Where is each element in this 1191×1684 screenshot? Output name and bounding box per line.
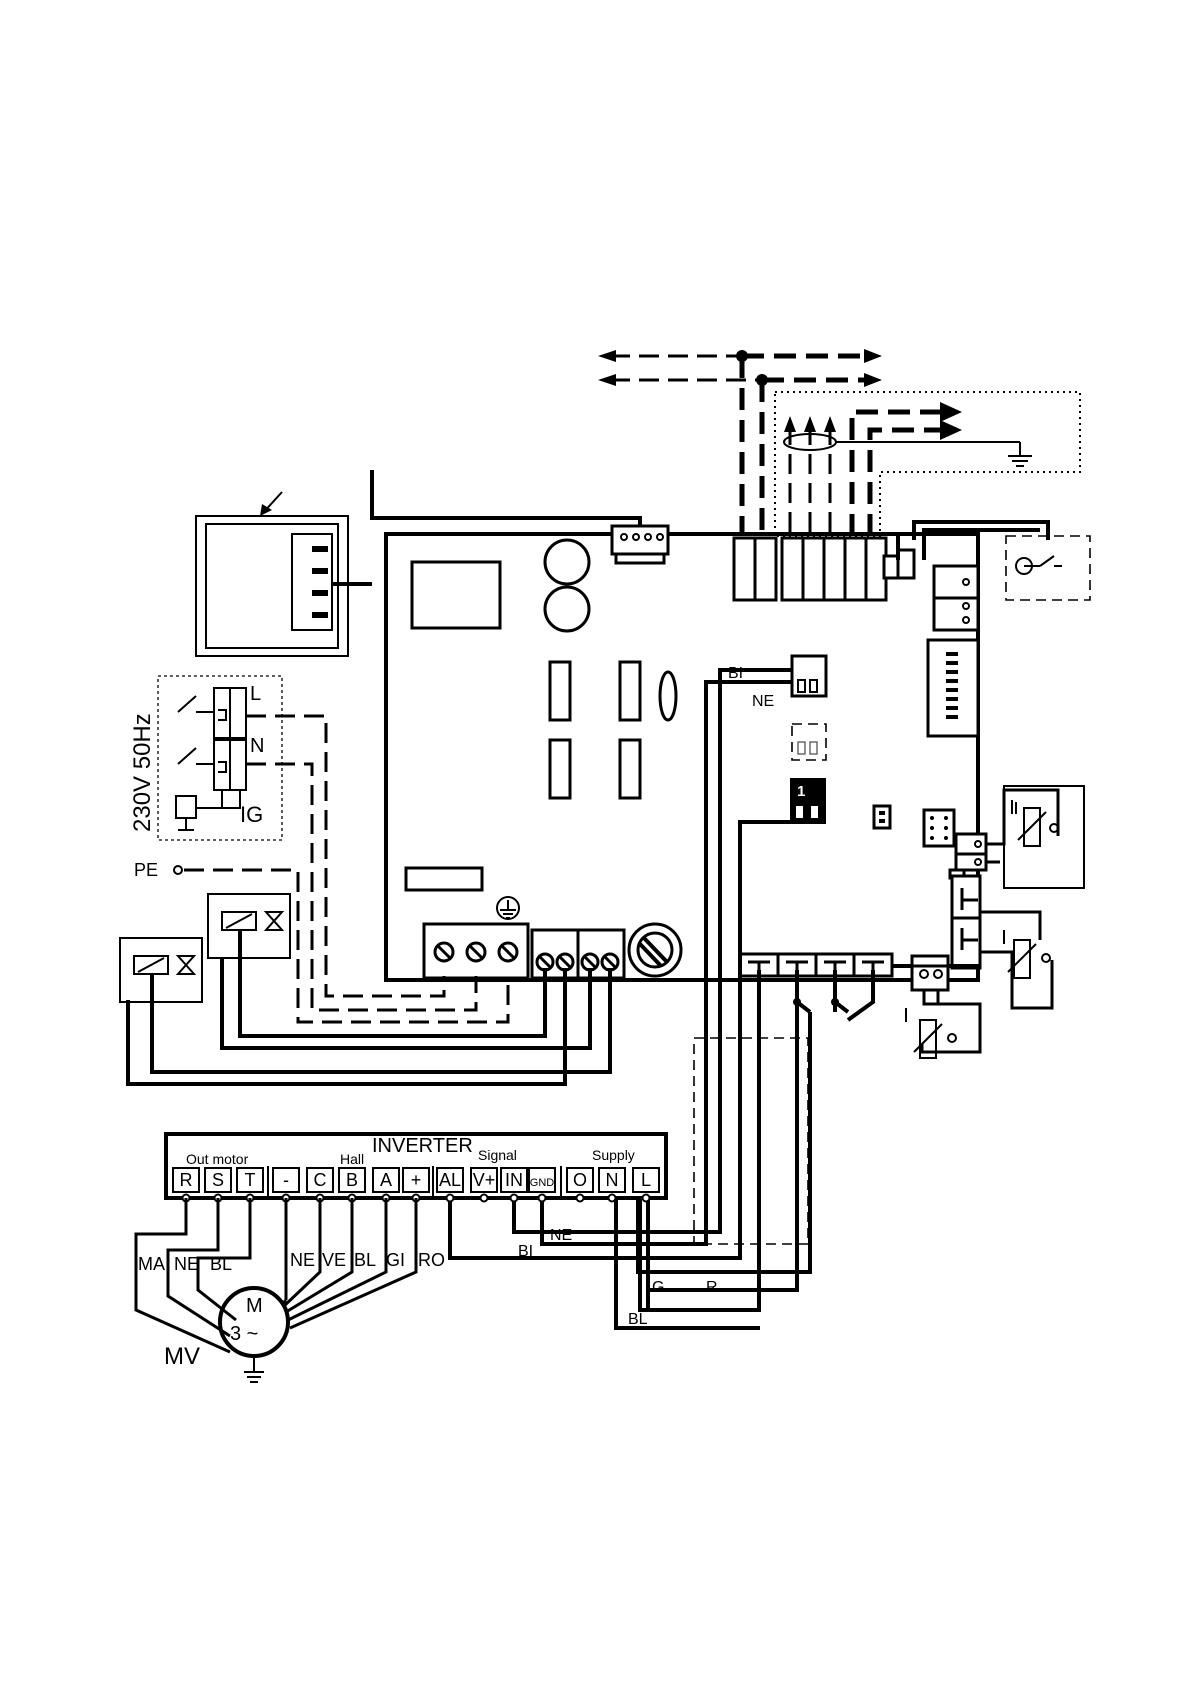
terminal-label: IN xyxy=(505,1170,523,1190)
terminal-screw xyxy=(447,1195,454,1202)
terminal-label: V+ xyxy=(473,1170,496,1190)
terminal-label: + xyxy=(411,1170,422,1190)
terminal-label: T xyxy=(245,1170,256,1190)
dip-switch xyxy=(928,640,978,736)
supply-wire-label: R xyxy=(706,1279,718,1296)
hall-wire-label: GI xyxy=(386,1250,405,1270)
door-switch xyxy=(1006,536,1090,600)
terminal-label: AL xyxy=(439,1170,461,1190)
supply-wire-label: G xyxy=(652,1279,664,1296)
top-terminal-block xyxy=(734,538,886,600)
terminal-label: A xyxy=(380,1170,392,1190)
fuse xyxy=(660,672,676,720)
hall-wire-label: VE xyxy=(322,1250,346,1270)
terminal-label: O xyxy=(573,1170,587,1190)
capacitor xyxy=(545,587,589,631)
motor-wires xyxy=(136,1198,416,1352)
supply-switch-label: IG xyxy=(240,802,263,827)
motor-wire-label: NE xyxy=(174,1254,199,1274)
capacitor xyxy=(545,540,589,584)
supply-wire-label: BL xyxy=(628,1311,648,1328)
relay xyxy=(620,740,640,798)
board-wire-label: BI xyxy=(728,665,743,682)
main-board: 1 xyxy=(386,526,978,980)
terminal-screw xyxy=(539,1195,546,1202)
inverter-group-signal: Signal xyxy=(478,1147,517,1163)
temperature-sensor xyxy=(1004,786,1084,888)
supply-voltage: 230V 50Hz xyxy=(129,713,156,832)
duct-arrows xyxy=(598,349,1080,536)
supply-neutral: N xyxy=(250,735,264,757)
hall-wire-label: BL xyxy=(354,1250,376,1270)
terminal-screw xyxy=(511,1195,518,1202)
supply-line: L xyxy=(250,683,261,705)
screw-terminal-block xyxy=(424,924,624,978)
hall-wire-label: RO xyxy=(418,1250,445,1270)
control-panel xyxy=(196,492,348,656)
inverter-title: INVERTER xyxy=(372,1135,473,1157)
earth-label: PE xyxy=(134,860,158,880)
terminal-label: GND xyxy=(530,1177,555,1189)
motor-phases: 3 ~ xyxy=(230,1323,258,1345)
board-wire-label: NE xyxy=(752,693,774,710)
motor-symbol: M xyxy=(246,1295,263,1317)
inverter-group-supply: Supply xyxy=(592,1147,635,1163)
terminal-screw xyxy=(577,1195,584,1202)
solenoid-valve xyxy=(208,894,290,958)
hall-wire-label: NE xyxy=(290,1250,315,1270)
motor-wire-label: BL xyxy=(210,1254,232,1274)
motor-name: MV xyxy=(164,1343,200,1370)
terminal-label: N xyxy=(606,1170,619,1190)
relay xyxy=(550,662,570,720)
terminal-screw xyxy=(609,1195,616,1202)
terminal-screw xyxy=(643,1195,650,1202)
display-slot xyxy=(406,868,482,890)
supply-switch: 230V 50Hz L N IG xyxy=(129,676,282,840)
terminal-label: - xyxy=(283,1170,289,1190)
relay xyxy=(620,662,640,720)
terminal-label: B xyxy=(346,1170,358,1190)
signal-wire-label: NE xyxy=(550,1227,572,1244)
motor-wire-label: MA xyxy=(138,1254,165,1274)
terminal-label: S xyxy=(212,1170,224,1190)
inverter-group-out-motor: Out motor xyxy=(186,1151,249,1167)
terminal-label: R xyxy=(180,1170,193,1190)
terminal-label: L xyxy=(641,1170,651,1190)
transformer xyxy=(412,562,500,628)
terminal-screw xyxy=(481,1195,488,1202)
jumper-label: 1 xyxy=(797,783,805,800)
bottom-terminal-block xyxy=(740,954,892,976)
signal-wire-label: BI xyxy=(518,1243,533,1260)
terminal-label: C xyxy=(314,1170,327,1190)
inverter-group-hall: Hall xyxy=(340,1151,364,1167)
solenoid-valve xyxy=(120,938,202,1002)
relay xyxy=(550,740,570,798)
wire-labels: MA NE BL NE VE BL GI RO BI NE G R BL BI … xyxy=(138,665,774,1328)
jumper xyxy=(790,778,826,824)
